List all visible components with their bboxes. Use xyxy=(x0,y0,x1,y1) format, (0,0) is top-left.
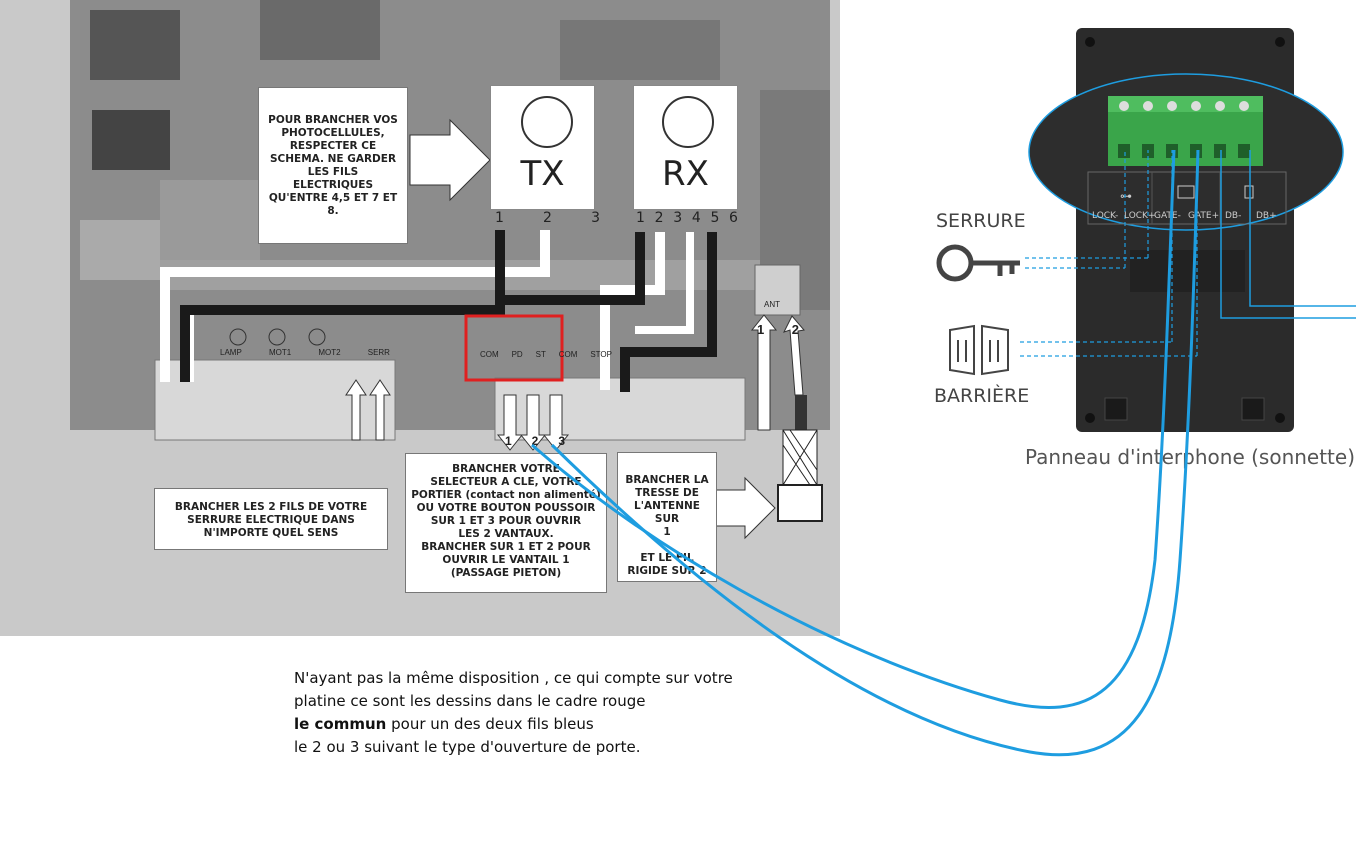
tx-label: TX xyxy=(520,154,565,194)
tx-pin-3: 3 xyxy=(591,210,600,226)
selector-line-4: OU VOTRE BOUTON POUSSOIR xyxy=(416,502,596,514)
label-pd: PD xyxy=(511,350,523,359)
board-photo: TX 1 2 3 RX 1 2 3 4 5 6 LAMP MOT1 MOT2 S… xyxy=(0,0,840,636)
barriere-label: BARRIÈRE xyxy=(934,385,1030,407)
rx-pins: 1 2 3 4 5 6 xyxy=(636,210,738,226)
key-icon xyxy=(936,244,1020,282)
terminal-mot1: MOT1 xyxy=(268,348,292,357)
selector-line-3: PORTIER (contact non alimenté) xyxy=(411,489,601,501)
rx-pin-2: 2 xyxy=(654,210,664,226)
antenna-label: ANT xyxy=(764,300,780,309)
arrow-number-2: 2 xyxy=(531,434,539,448)
terminal-serr: SERR xyxy=(367,348,390,357)
message-bold: le commun xyxy=(294,715,387,733)
message-line-1: N'ayant pas la même disposition , ce qui… xyxy=(294,669,733,687)
tx-lens-icon xyxy=(521,96,573,148)
terminal-mot2: MOT2 xyxy=(318,348,341,357)
antenna-number-1: 1 xyxy=(757,322,765,337)
serrure-label: SERRURE xyxy=(936,210,1026,232)
antenna-numbers: 1 2 xyxy=(757,322,799,337)
selector-note: BRANCHER VOTRE SELECTEUR A CLE, VOTRE PO… xyxy=(405,453,607,593)
red-highlight-box xyxy=(464,314,564,382)
label-stop: STOP xyxy=(590,350,612,359)
selector-line-9: (PASSAGE PIETON) xyxy=(450,567,562,579)
label-com: COM xyxy=(480,350,499,359)
selector-line-2: SELECTEUR A CLE, VOTRE xyxy=(430,476,582,488)
terminal-lamp: LAMP xyxy=(220,348,242,357)
antenna-line-3: L'ANTENNE SUR xyxy=(634,500,700,525)
rx-lens-icon xyxy=(662,96,714,148)
selector-line-5: SUR 1 ET 3 POUR OUVRIR xyxy=(430,515,582,527)
message-line-3: le commun pour un des deux fils bleus xyxy=(294,713,733,736)
blue-wire-1 xyxy=(531,149,1176,709)
rx-pin-1: 1 xyxy=(636,210,645,226)
terminal-db-minus: DB- xyxy=(1225,211,1242,221)
intercom-caption: Panneau d'interphone (sonnette) xyxy=(1025,445,1356,469)
antenna-note: BRANCHER LA TRESSE DE L'ANTENNE SUR 1 ET… xyxy=(617,452,717,582)
svg-text:⊶: ⊶ xyxy=(1120,189,1132,203)
barrier-icon xyxy=(949,324,1009,376)
terminal-gate-plus: GATE+ xyxy=(1188,211,1220,221)
rx-pin-6: 6 xyxy=(729,210,738,226)
rx-pin-5: 5 xyxy=(710,210,720,226)
tx-pin-1: 1 xyxy=(495,210,504,226)
arrow-number-1: 1 xyxy=(505,434,512,448)
rx-module: RX xyxy=(633,85,738,210)
selector-line-6: LES 2 VANTAUX. xyxy=(458,528,554,540)
terminal-labels: LAMP MOT1 MOT2 SERR xyxy=(220,348,390,357)
board-svg xyxy=(70,0,830,540)
terminal-gate-minus: GATE- xyxy=(1154,211,1181,221)
blue-wire-2 xyxy=(550,149,1200,757)
terminal-lock-plus: LOCK+ xyxy=(1124,211,1156,221)
rx-pin-3: 3 xyxy=(673,210,683,226)
label-com-2: COM xyxy=(558,350,578,359)
rx-pin-4: 4 xyxy=(691,210,701,226)
selector-line-1: BRANCHER VOTRE xyxy=(452,463,560,475)
terminal-lock-minus: LOCK- xyxy=(1092,211,1119,221)
antenna-line-4: 1 xyxy=(663,526,671,538)
rx-label: RX xyxy=(662,154,709,194)
message-line-3-rest: pour un des deux fils bleus xyxy=(386,715,594,733)
tx-pin-2: 2 xyxy=(543,210,552,226)
explanation-text: N'ayant pas la même disposition , ce qui… xyxy=(294,667,733,759)
antenna-number-2: 2 xyxy=(791,322,799,337)
tx-module: TX xyxy=(490,85,595,210)
antenna-line-2: TRESSE DE xyxy=(635,487,699,499)
arrow-number-3: 3 xyxy=(558,434,565,448)
intercom-svg: ⊶ xyxy=(936,28,1356,432)
red-box-labels: COM PD ST COM STOP xyxy=(480,350,612,359)
photocells-note: POUR BRANCHER VOS PHOTOCELLULES, RESPECT… xyxy=(258,87,408,244)
message-line-2: platine ce sont les dessins dans le cadr… xyxy=(294,692,646,710)
label-st: ST xyxy=(535,350,546,359)
selector-line-7: BRANCHER SUR 1 ET 2 POUR xyxy=(421,541,591,553)
arrow-numbers: 1 2 3 xyxy=(505,434,565,448)
antenna-line-1: BRANCHER LA xyxy=(625,474,709,486)
terminal-db-plus: DB+ xyxy=(1256,211,1277,221)
terminal-legend-box xyxy=(1087,171,1287,225)
lock-note: BRANCHER LES 2 FILS DE VOTRE SERRURE ELE… xyxy=(154,488,388,550)
selector-line-8: OUVRIR LE VANTAIL 1 xyxy=(442,554,570,566)
message-line-4: le 2 ou 3 suivant le type d'ouverture de… xyxy=(294,738,641,756)
tx-pins: 1 2 3 xyxy=(495,210,600,226)
